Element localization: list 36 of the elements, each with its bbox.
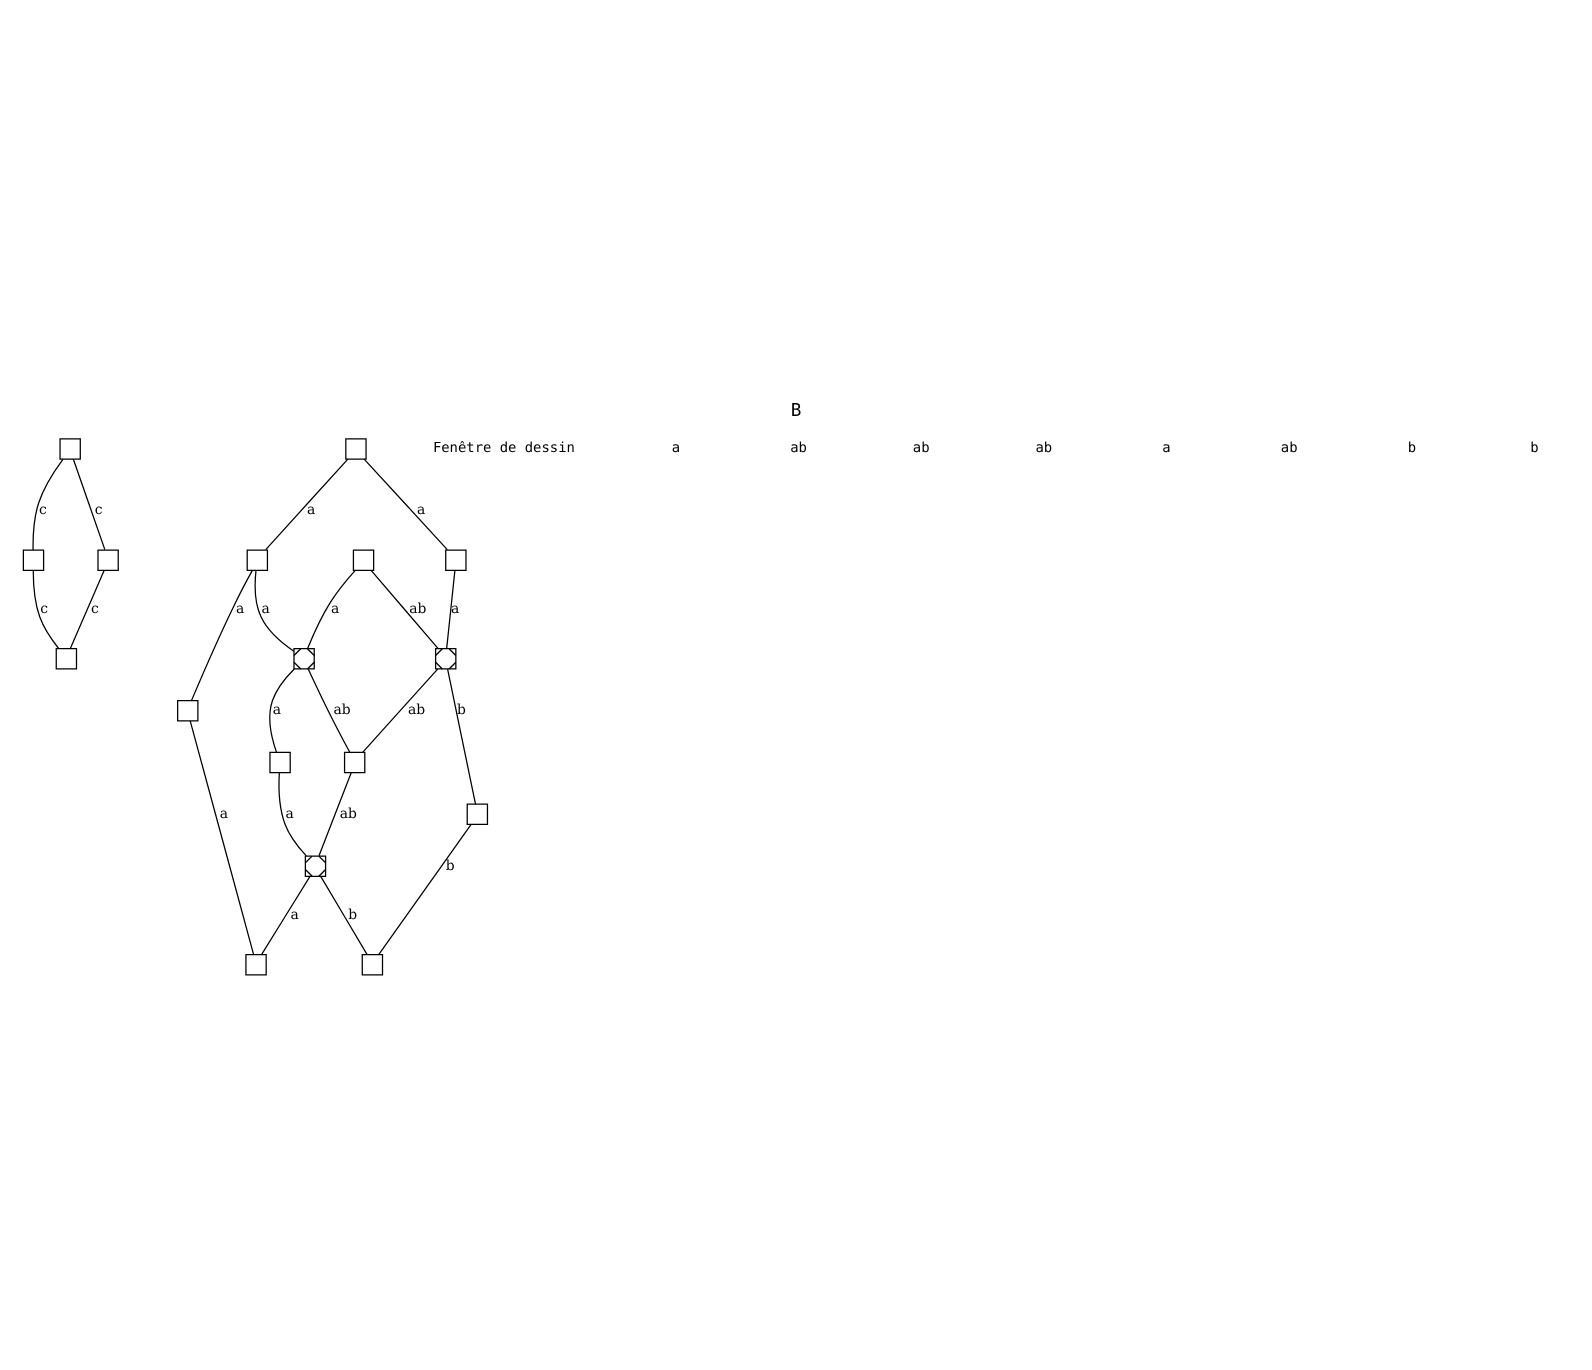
node-box bbox=[55, 647, 78, 669]
node-box bbox=[269, 750, 291, 773]
connector bbox=[69, 568, 105, 649]
node-box bbox=[22, 548, 45, 570]
connector bbox=[378, 823, 472, 955]
connector bbox=[265, 457, 349, 550]
node-box bbox=[97, 548, 119, 570]
connector bbox=[362, 667, 439, 752]
connector bbox=[307, 569, 356, 649]
node-box bbox=[343, 750, 366, 773]
connector bbox=[72, 457, 106, 550]
connector bbox=[190, 568, 253, 700]
connector bbox=[318, 771, 352, 856]
node-box bbox=[466, 802, 489, 825]
connector bbox=[254, 569, 295, 651]
connector bbox=[189, 719, 255, 955]
connector bbox=[32, 568, 60, 648]
connector bbox=[261, 874, 311, 955]
node-box bbox=[345, 437, 367, 459]
node-box bbox=[246, 548, 269, 570]
node-box bbox=[245, 953, 267, 975]
connector bbox=[363, 457, 448, 550]
node-box bbox=[59, 437, 81, 459]
connector bbox=[320, 874, 368, 955]
connector bbox=[32, 457, 64, 550]
connector bbox=[446, 568, 456, 649]
connector bbox=[370, 568, 439, 649]
node-box bbox=[361, 953, 384, 975]
connector bbox=[269, 667, 295, 752]
connector bbox=[278, 771, 307, 856]
node-box bbox=[352, 548, 375, 570]
connector bbox=[447, 667, 477, 804]
connector bbox=[307, 667, 351, 752]
node-box bbox=[445, 548, 467, 570]
diagram-title: B bbox=[790, 401, 802, 422]
node-box bbox=[177, 698, 199, 721]
